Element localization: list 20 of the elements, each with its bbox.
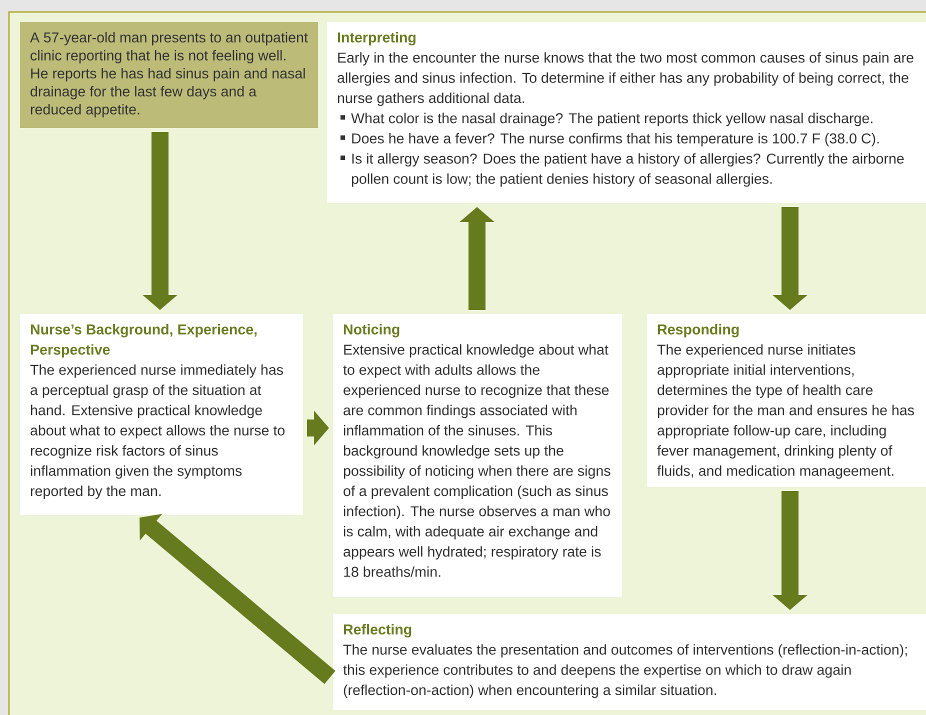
box-text: The experienced nurse immediately has a perceptual grasp of the situation at hand. Extensive practical knowledge about what to expect allows the nurse to recognize risk factors of sinus inflammation given the symptoms reported by the man.: [30, 364, 285, 499]
process-box: [327, 22, 926, 203]
box-text: The experienced nurse initiates appropriate initial interventions, determines the type of health care provider for the man and ensures he has appropriate follow-up care, including fever management, drinking plenty of fluids, and medication manageement.: [657, 344, 914, 479]
process-box: [333, 314, 622, 597]
case-text: A 57-year-old man presents to an outpatient clinic reporting that he is not feeling well. He reports he has had sinus pain and nasal drainage for the last few days and a reduced appetite.: [30, 32, 308, 118]
box-text: The nurse evaluates the presentation and outcomes of interventions (reflection-in-action); this experience contributes to and deepens the expertise on which to draw again (reflection-on-action) when encountering a similar situation.: [343, 644, 907, 698]
process-box: [333, 614, 926, 710]
box-text: Early in the encounter the nurse knows that the two most common causes of sinus pain are allergies and sinus infection. To determine if either has any probability of being correct, the nurse gathers additional data.: [338, 52, 914, 106]
process-box: [20, 22, 318, 128]
box-heading: Interpreting: [338, 32, 416, 46]
bullet-item: Does he have a fever? The nurse confirms that his temperature is 100.7 F (38.0 C).: [340, 133, 879, 146]
box-heading: Noticing: [344, 324, 400, 338]
box-heading: Nurse’s Background, Experience, Perspective: [30, 324, 257, 358]
box-heading: Reflecting: [344, 624, 412, 638]
process-box: [20, 314, 303, 515]
box-text: Extensive practical knowledge about what to expect with adults allows the experienced nurse to recognize that these are common findings associated with inflammation of the sinuses. This background knowledge sets up the possibility of noticing when there are signs of a prevalent complication (such as sinus infection). The nurse observes a man who is calm, with adequate air exchange and appears well hydrated; respiratory rate is 18 breaths/min.: [343, 344, 610, 577]
box-heading: Responding: [658, 324, 739, 338]
bullet-item: Is it allergy season? Does the patient have a history of allergies? Currently the airborne pollen count is low; the patient denies history of seasonal allergies.: [340, 153, 904, 187]
bullet-item: What color is the nasal drainage? The patient reports thick yellow nasal discharge.: [340, 112, 872, 126]
process-box: [647, 314, 926, 487]
